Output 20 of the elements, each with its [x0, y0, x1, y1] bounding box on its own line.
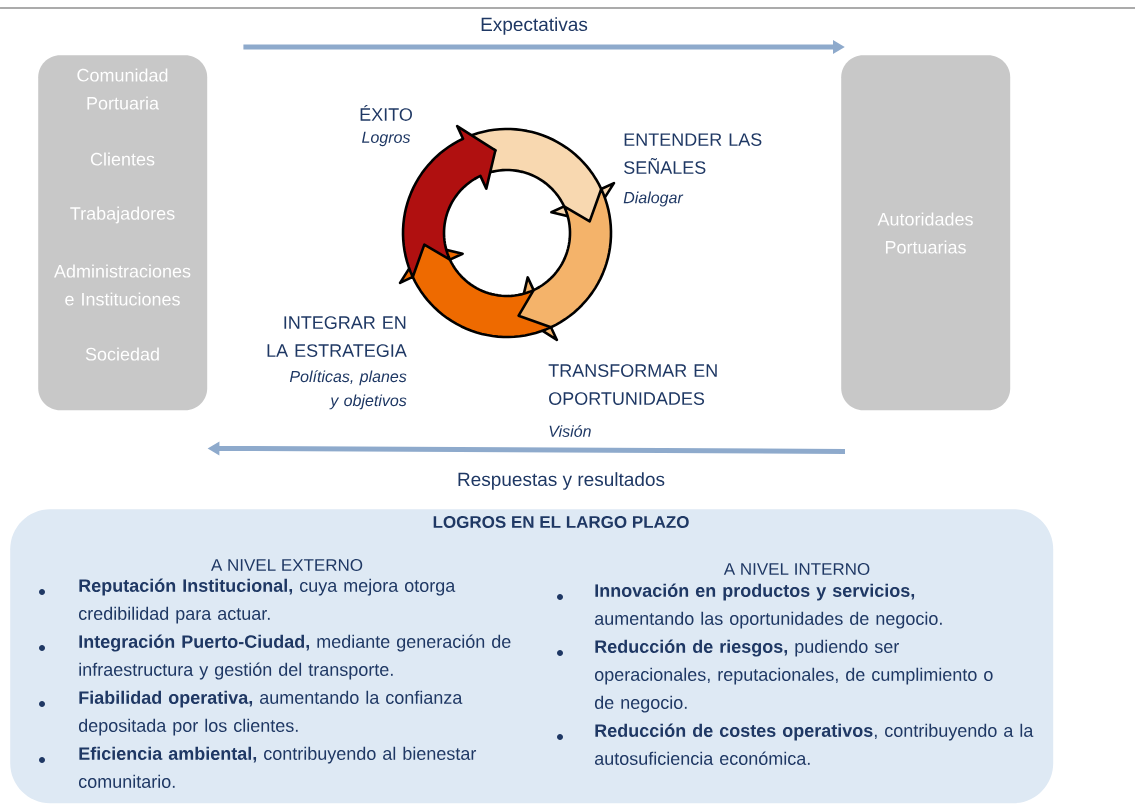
- column-heading: A NIVEL INTERNO: [723, 563, 870, 575]
- stage-title: TRANSFORMAR EN OPORTUNIDADES: [548, 364, 717, 405]
- panel-title: LOGROS EN EL LARGO PLAZO: [433, 516, 689, 528]
- edge-label: Expectativas: [481, 17, 588, 35]
- bullet-item: Eficiencia ambiental, contribuyendo al bienestar comunitario.: [79, 746, 477, 788]
- stage-subtitle: Visión: [549, 425, 591, 437]
- stage-title: ENTENDER LAS SEÑALES: [624, 133, 762, 174]
- stage-subtitle: Dialogar: [623, 191, 684, 207]
- bullet-item: Integración Puerto-Ciudad, mediante generación de infraestructura y gestión del transporte.: [79, 634, 511, 680]
- bullet-item: Reputación Institucional, cuya mejora otorga credibilidad para actuar.: [79, 578, 456, 624]
- stage-title: INTEGRAR EN LA ESTRATEGIA: [267, 316, 407, 357]
- bullet-item: Innovación en productos y servicios, aumentando las oportunidades de negocio.: [595, 583, 942, 629]
- stage-subtitle: Políticas, planes y objetivos: [289, 370, 407, 410]
- stage-title: ÉXITO: [360, 105, 412, 121]
- bullet-item: Fiabilidad operativa, aumentando la confianza depositada por los clientes.: [78, 690, 463, 736]
- edge-label: Respuestas y resultados: [458, 472, 665, 490]
- stage-subtitle: Logros: [362, 131, 411, 147]
- bullet-item: Reducción de riesgos, pudiendo ser operacionales, reputacionales, de cumplimiento o de negocio.: [594, 639, 993, 713]
- bullet-item: Reducción de costes operativos, contribuyendo a la autosuficiencia económica.: [595, 723, 1034, 765]
- column-heading: A NIVEL EXTERNO: [211, 559, 363, 571]
